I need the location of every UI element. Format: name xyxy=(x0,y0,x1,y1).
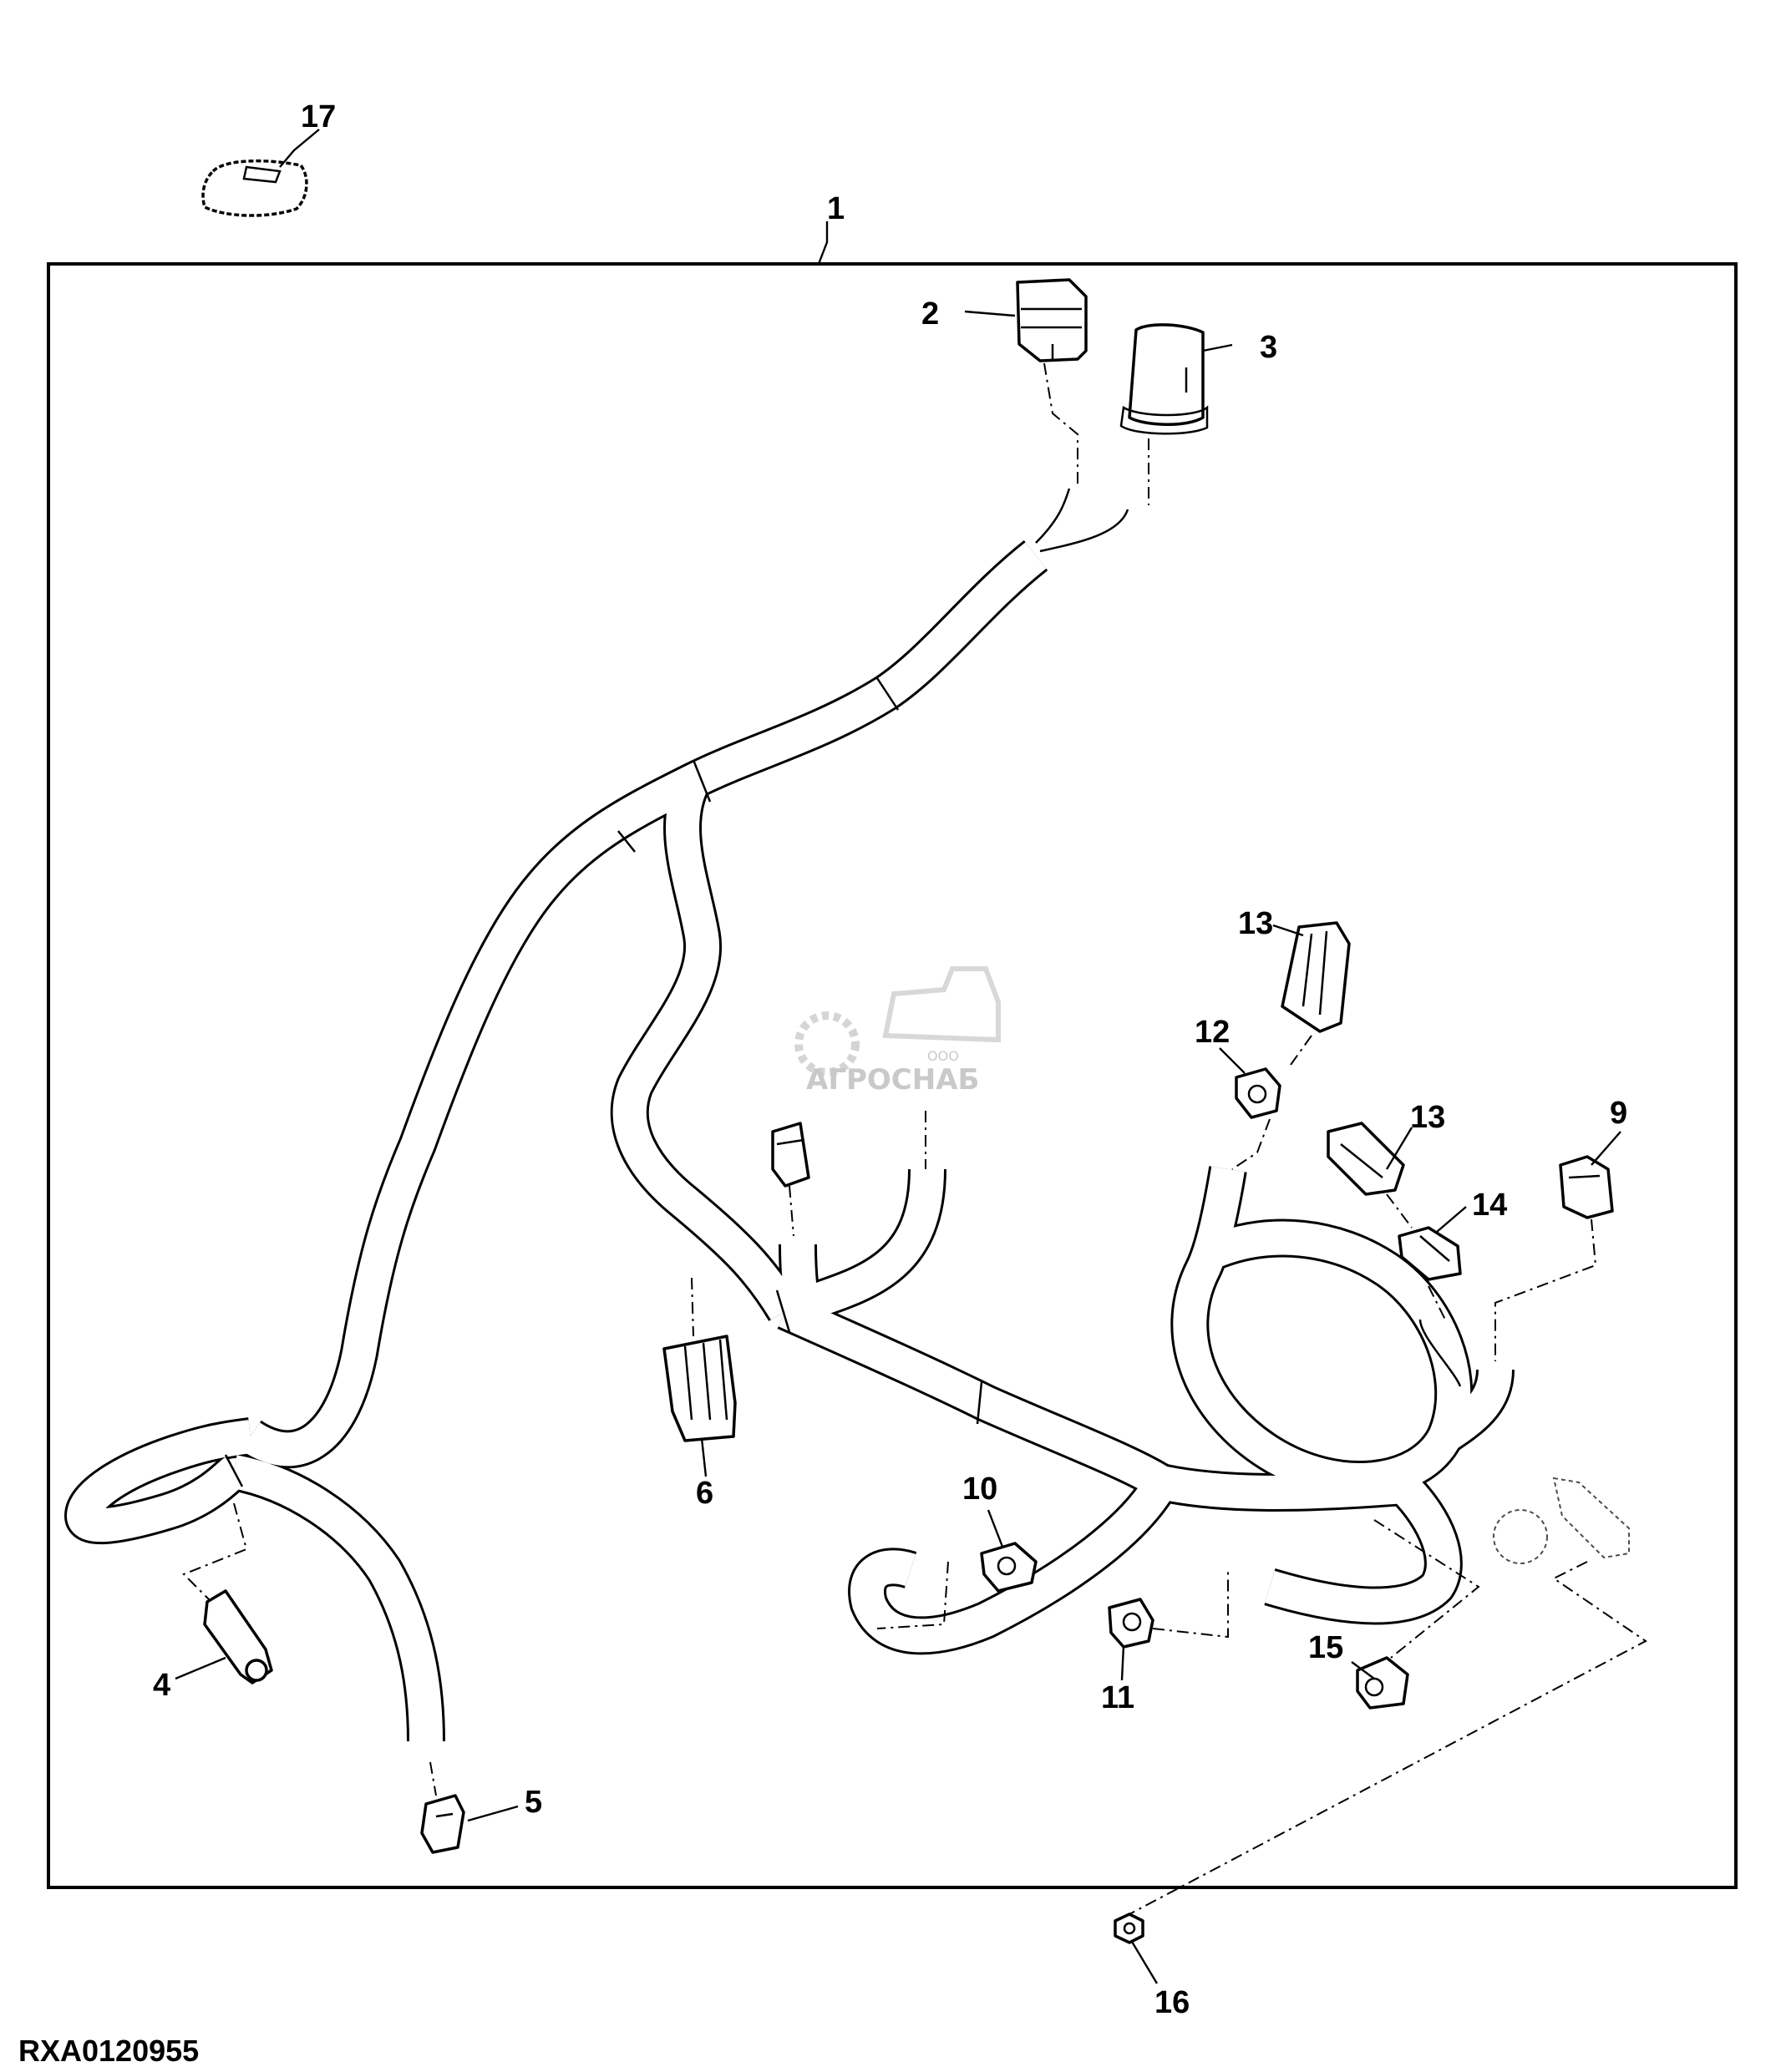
callout-2: 2 xyxy=(921,296,939,332)
connector-15 xyxy=(1356,1656,1409,1710)
connector-3 xyxy=(1119,323,1209,435)
connector-9 xyxy=(1559,1155,1614,1219)
watermark-prefix: ООО xyxy=(927,1048,959,1064)
harness xyxy=(64,488,1515,1742)
callout-12: 12 xyxy=(1195,1015,1230,1050)
callout-9: 9 xyxy=(1610,1096,1627,1131)
callout-6: 6 xyxy=(696,1476,713,1511)
ghost-part-dashed xyxy=(1493,1477,1630,1564)
callout-5: 5 xyxy=(525,1785,542,1820)
connector-5 xyxy=(420,1794,465,1854)
connector-14 xyxy=(1398,1226,1462,1281)
callout-3: 3 xyxy=(1260,330,1277,365)
callout-10: 10 xyxy=(962,1472,997,1507)
figure-reference-id: RXA0120955 xyxy=(18,2034,199,2068)
callout-11: 11 xyxy=(1101,1680,1134,1715)
callout-13-lower: 13 xyxy=(1410,1100,1445,1135)
connector-11 xyxy=(1108,1598,1154,1649)
connector-13-upper xyxy=(1281,921,1351,1033)
connector-4 xyxy=(203,1589,273,1684)
leader-lines xyxy=(175,129,1621,1984)
callout-13-upper: 13 xyxy=(1238,906,1273,941)
callout-labels: 17 1 2 3 13 12 13 9 14 6 10 4 15 11 5 16 xyxy=(153,99,1627,2020)
connector-12 xyxy=(1235,1067,1281,1119)
callout-14: 14 xyxy=(1472,1188,1507,1223)
callout-15: 15 xyxy=(1308,1630,1343,1665)
assembly-frame xyxy=(47,262,1738,1889)
connector-6 xyxy=(662,1335,737,1442)
connector-10 xyxy=(980,1542,1038,1593)
connector-7-8-unlabeled xyxy=(771,1122,810,1188)
watermark-text: АГРОСНАБ xyxy=(806,1063,979,1097)
alignment-lines xyxy=(182,362,1647,1915)
nut-16 xyxy=(1114,1912,1144,1944)
callout-4: 4 xyxy=(153,1668,170,1703)
callout-17: 17 xyxy=(301,99,336,134)
callout-16: 16 xyxy=(1154,1985,1190,2020)
clamp-17 xyxy=(201,159,308,217)
connector-2 xyxy=(1016,278,1088,362)
callout-1: 1 xyxy=(827,191,845,226)
watermark-logo: ООО АГРОСНАБ xyxy=(794,966,1001,1097)
connector-13-lower xyxy=(1327,1122,1405,1196)
